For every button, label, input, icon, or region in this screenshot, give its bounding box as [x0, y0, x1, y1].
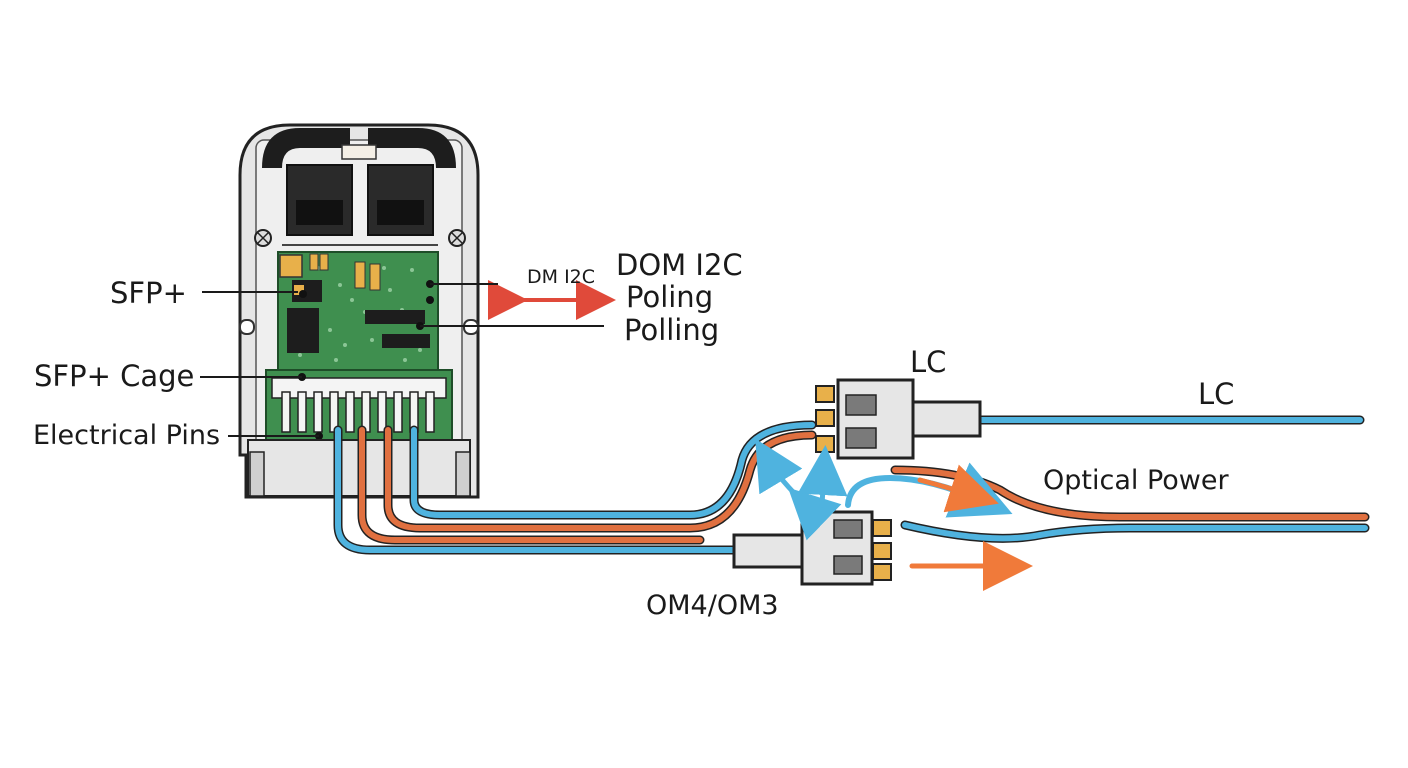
blue-arrow-curve-left — [755, 438, 842, 541]
leader-lines — [200, 283, 604, 437]
label-dm-i2c: DM I2C — [527, 266, 595, 288]
orange-arrow-upper — [917, 464, 999, 513]
sfp-module — [238, 123, 480, 499]
blue-arrow-up — [797, 445, 848, 508]
label-sfp-plus-cage: SFP+ Cage — [34, 359, 194, 393]
label-polling: Polling — [624, 313, 719, 347]
label-electrical-pins: Electrical Pins — [33, 420, 220, 451]
label-dom-i2c: DOM I2C — [616, 248, 743, 282]
label-sfp-plus: SFP+ — [110, 276, 187, 310]
label-lc-fiber: LC — [1198, 377, 1234, 411]
label-lc-connector: LC — [910, 345, 946, 379]
om4-connector-lower — [732, 510, 892, 586]
signal-arrows — [488, 280, 1033, 591]
label-poling: Poling — [626, 280, 713, 314]
label-optical-power: Optical Power — [1043, 465, 1229, 496]
lc-connector-upper — [815, 378, 982, 460]
label-om4-om3: OM4/OM3 — [646, 590, 779, 621]
